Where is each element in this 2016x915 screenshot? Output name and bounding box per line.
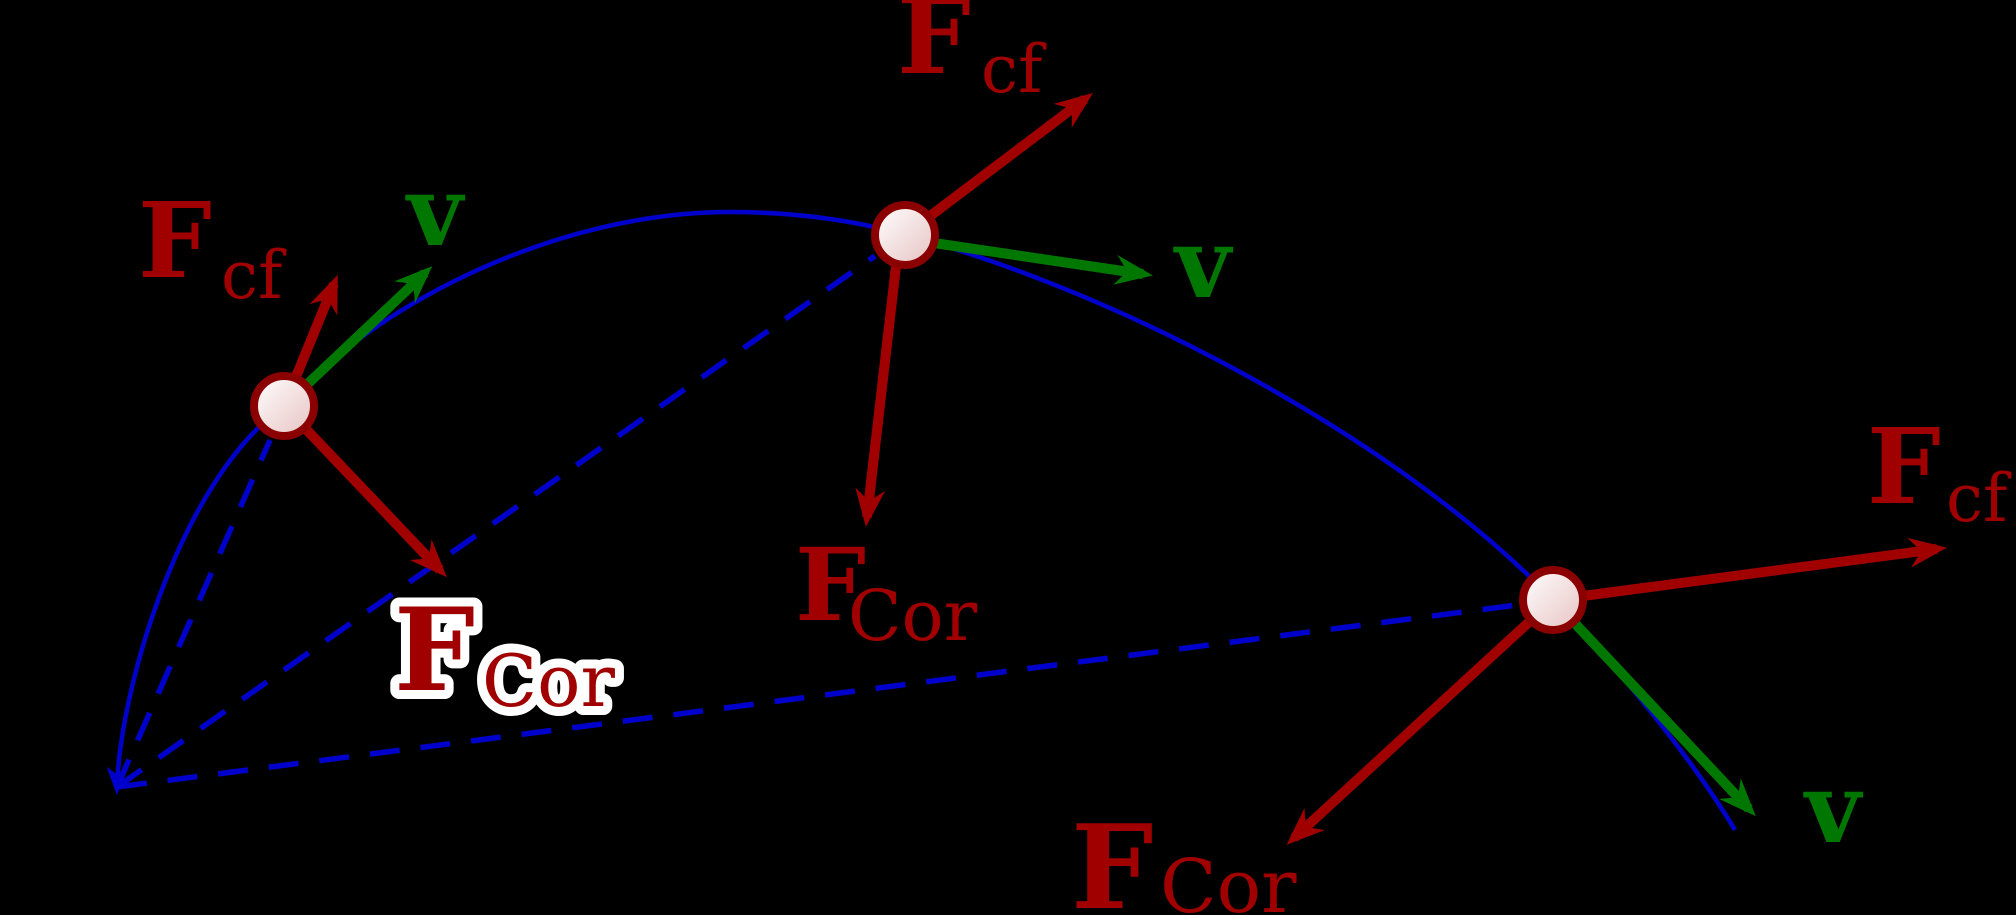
force-subscript: Cor [1160,844,1297,915]
trajectory-curve [106,209,1737,832]
particle-3 [1519,566,1587,634]
particle-1 [250,372,318,440]
force-symbol: F [1071,800,1153,915]
velocity-label-1: v [405,155,466,268]
velocity-arrow-2 [906,234,1153,285]
velocity-arrow-3 [1549,596,1756,817]
coriolis-force-arrow-2 [855,239,904,527]
centrifugal-force-label-1: F cf [138,179,287,314]
coriolis-force-label-1: F Cor [394,583,615,723]
force-subscript: cf [221,237,287,314]
force-subscript: cf [981,31,1047,108]
coriolis-force-label-3: F Cor [1071,800,1297,915]
velocity-label-2: v [1173,207,1234,320]
particle-2 [871,201,939,269]
velocity-label-3: v [1803,752,1864,865]
radius-dashed-line-3 [116,602,1518,790]
coriolis-force-label-2: F Cor [795,526,978,657]
force-subscript: cf [1946,460,2012,537]
radius-dashed-line-2 [115,253,877,790]
radius-dashed-line-1 [114,438,273,789]
force-symbol: F [138,179,212,302]
force-symbol: F [1867,405,1941,528]
force-symbol: F [897,0,971,98]
centrifugal-force-arrow-2 [901,92,1093,239]
centrifugal-force-arrow-3 [1552,537,1947,605]
coriolis-force-arrow-1 [280,402,447,578]
force-subscript: Cor [482,639,615,723]
centrifugal-force-label-3: F cf [1867,405,2012,537]
force-symbol: F [795,526,866,644]
force-subscript: Cor [848,575,978,657]
centrifugal-force-label-2: F cf [897,0,1047,108]
coriolis-force-arrow-3 [1286,596,1557,845]
velocity-arrow-1 [294,266,433,397]
force-symbol: F [394,583,475,717]
